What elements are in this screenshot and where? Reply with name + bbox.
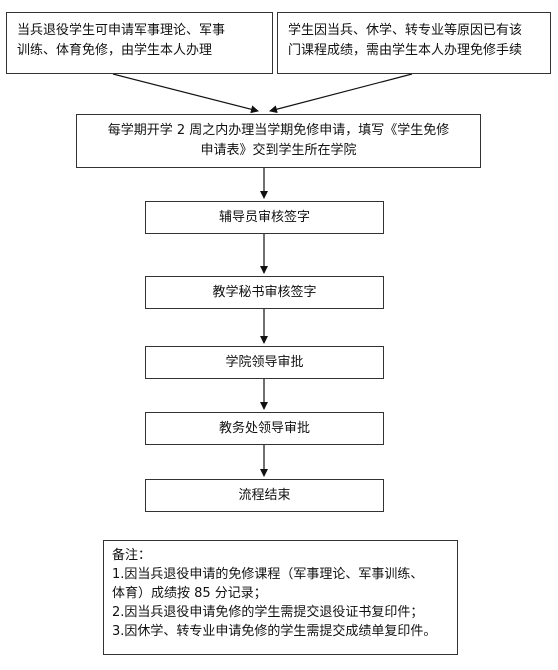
note-line-1: 1.因当兵退役申请的免修课程（军事理论、军事训练、 [112,567,424,582]
academic-affairs-approval-label: 教务处领导审批 [218,420,310,436]
process-end-label: 流程结束 [238,487,291,503]
college-approval-label: 学院领导审批 [225,354,304,370]
application-line-2: 申请表》交到学生所在学院 [200,143,357,158]
teaching-secretary-review-label: 教学秘书审核签字 [212,284,317,300]
note-line-4: 3.因休学、转专业申请免修的学生需提交成绩单复印件。 [112,624,437,639]
counselor-review-label: 辅导员审核签字 [218,209,310,225]
prior-grade-exemption-line-1: 学生因当兵、休学、转专业等原因已有该 [288,23,523,38]
veteran-exemption-line-1: 当兵退役学生可申请军事理论、军事 [17,23,226,38]
note-line-2: 体育）成绩按 85 分记录； [112,586,267,601]
arrow-top-right-to-apply [269,73,413,114]
arrow-top-left-to-apply [112,73,259,114]
prior-grade-exemption-box: 学生因当兵、休学、转专业等原因已有该 门课程成绩，需由学生本人办理免修手续 [277,12,551,74]
application-line-1: 每学期开学 2 周之内办理当学期免修申请，填写《学生免修 [107,123,450,138]
veteran-exemption-line-2: 训练、体育免修，由学生本人办理 [17,43,213,58]
college-approval-box: 学院领导审批 [145,346,384,379]
academic-affairs-approval-box: 教务处领导审批 [145,412,384,445]
notes-title: 备注： [112,548,152,563]
veteran-exemption-box: 当兵退役学生可申请军事理论、军事 训练、体育免修，由学生本人办理 [6,12,273,74]
teaching-secretary-review-box: 教学秘书审核签字 [145,276,384,309]
counselor-review-box: 辅导员审核签字 [145,201,384,234]
notes-box: 备注： 1.因当兵退役申请的免修课程（军事理论、军事训练、 体育）成绩按 85 … [103,540,458,655]
application-box: 每学期开学 2 周之内办理当学期免修申请，填写《学生免修 申请表》交到学生所在学… [76,114,481,168]
prior-grade-exemption-line-2: 门课程成绩，需由学生本人办理免修手续 [288,43,523,58]
process-end-box: 流程结束 [145,479,384,512]
note-line-3: 2.因当兵退役申请免修的学生需提交退役证书复印件； [112,605,424,620]
